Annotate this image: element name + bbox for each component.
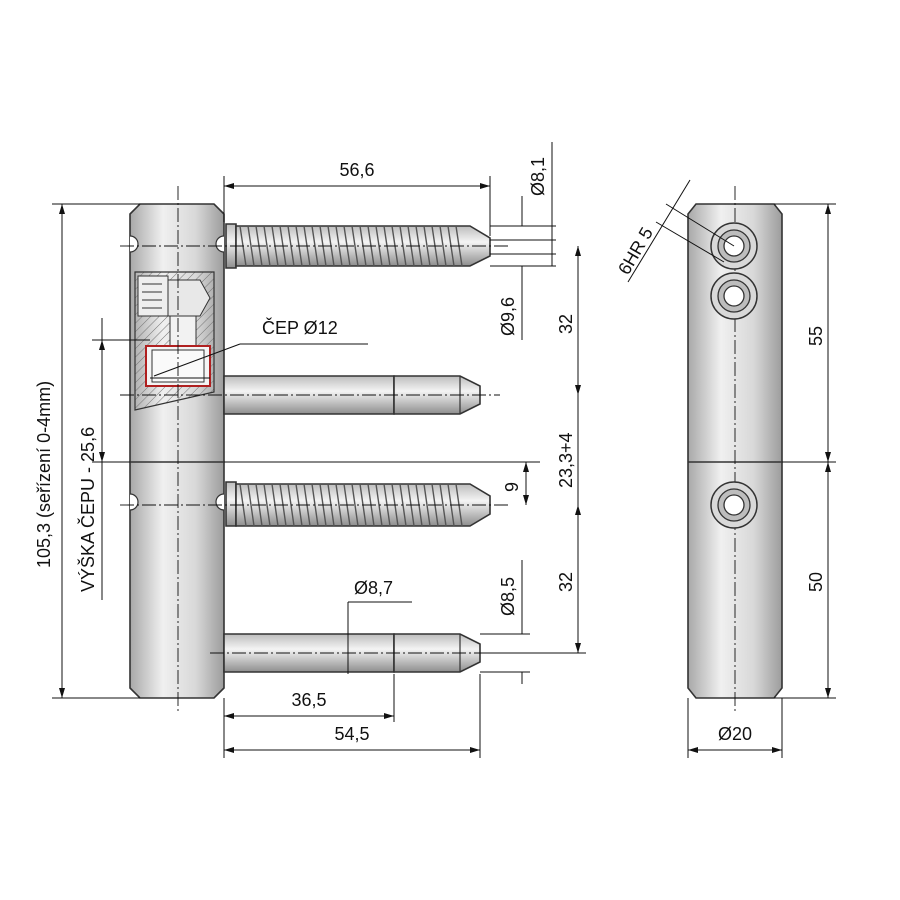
label-hex-key: 6HR 5	[614, 224, 657, 278]
dim-spacing-upper: 32	[556, 314, 576, 334]
label-pin: ČEP Ø12	[262, 317, 338, 338]
dim-screw-dia-tip: Ø8,1	[528, 157, 548, 196]
notch-upper	[129, 235, 139, 253]
dim-pin-step-dia: Ø8,7	[354, 578, 393, 598]
dim-side-dia: Ø20	[718, 724, 752, 744]
side-dimensions: 55 50 Ø20	[687, 203, 836, 758]
lower-screw	[225, 481, 491, 527]
dim-pin-height: VÝŠKA ČEPU - 25,6	[77, 427, 98, 592]
hex-socket-lower	[710, 481, 758, 529]
dim-side-upper: 55	[806, 326, 826, 346]
dim-screw-dia-body: Ø9,6	[498, 297, 518, 336]
notch-right-lower	[215, 493, 225, 511]
notch-lower	[129, 493, 139, 511]
dim-pin-len: 54,5	[334, 724, 369, 744]
dim-side-lower: 50	[806, 572, 826, 592]
dim-screw-length: 56,6	[339, 160, 374, 180]
front-view	[120, 186, 510, 714]
dim-adjust-range: 23,3+4	[556, 432, 576, 488]
dim-pin-step-len: 36,5	[291, 690, 326, 710]
pin-section-shaft	[169, 315, 197, 349]
dim-offset: 9	[502, 482, 522, 492]
notch-right-upper	[215, 235, 225, 253]
adjust-screw-section	[137, 275, 169, 317]
dim-pin-dia: Ø8,5	[498, 577, 518, 616]
side-view: 6HR 5	[614, 179, 783, 714]
dim-total-height: 105,3 (seřízení 0-4mm)	[34, 381, 54, 568]
front-dimensions: 56,6 Ø8,1 Ø9,6 32 23,3+4 9 32 Ø8,5	[34, 142, 586, 758]
cone-section	[167, 279, 211, 317]
dim-spacing-lower: 32	[556, 572, 576, 592]
hex-socket-middle	[710, 272, 758, 320]
